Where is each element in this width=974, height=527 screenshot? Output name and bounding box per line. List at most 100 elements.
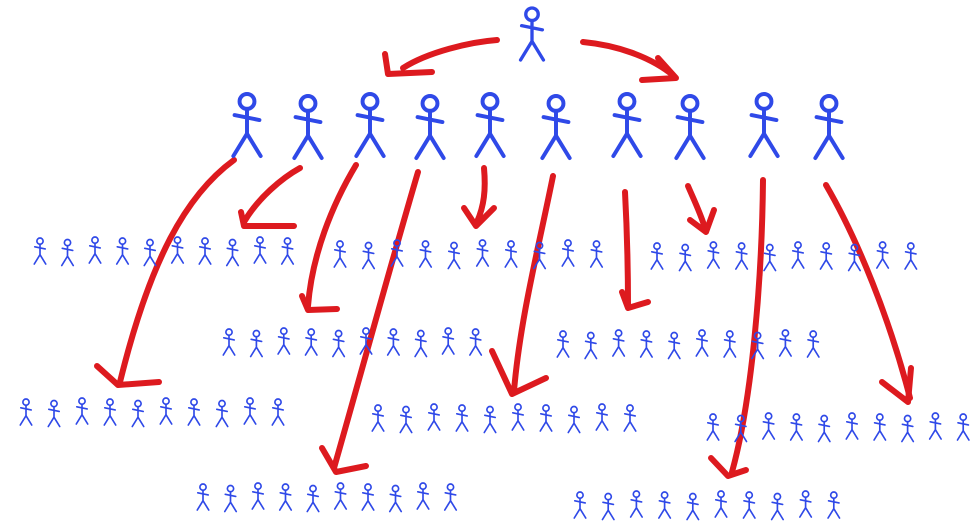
level2-person [589, 240, 604, 268]
level2-person [19, 398, 33, 426]
level2-person [332, 329, 346, 358]
referral-arrow [619, 189, 651, 311]
level1-person [354, 92, 386, 158]
level2-person [249, 329, 263, 358]
level2-person [333, 240, 347, 268]
level2-person [390, 239, 404, 267]
level2-person [371, 404, 385, 432]
level2-person [225, 238, 240, 267]
level2-person [223, 484, 238, 513]
referral-arrow [382, 37, 500, 77]
level2-person [455, 404, 469, 432]
level2-person [770, 492, 784, 521]
level2-person [742, 491, 756, 519]
level2-person [361, 241, 376, 270]
level2-person [827, 491, 841, 519]
level2-person [595, 403, 609, 431]
level2-person [143, 238, 157, 267]
level2-person [762, 412, 776, 440]
level2-person [791, 241, 805, 269]
level2-person [414, 329, 428, 358]
level2-person [277, 327, 291, 355]
referral-arrow [685, 183, 717, 235]
level2-person [170, 236, 185, 264]
level2-person [33, 237, 47, 265]
arrows-layer [94, 37, 914, 479]
level1-person [474, 92, 506, 158]
level2-person [678, 243, 692, 272]
level1-person [231, 92, 263, 158]
level2-person [623, 404, 637, 432]
level2-person [386, 328, 400, 356]
level2-person [735, 242, 749, 270]
level2-person [845, 412, 859, 440]
level2-person [306, 484, 320, 513]
referral-arrow [708, 177, 766, 479]
level2-person [763, 243, 777, 272]
level2-person [418, 240, 433, 268]
level2-person [399, 405, 413, 434]
level1-person [611, 92, 643, 158]
level2-person [251, 482, 265, 510]
level1-person [674, 94, 706, 160]
level2-person [667, 331, 681, 360]
level2-person [359, 327, 373, 355]
level2-person [427, 403, 441, 431]
level2-person [532, 241, 547, 270]
referral-arrow [489, 173, 556, 397]
level2-person [187, 398, 201, 426]
level2-person [658, 491, 672, 519]
level2-person [573, 491, 587, 519]
level2-person [706, 413, 720, 441]
level2-person [904, 242, 918, 270]
level2-person [115, 237, 130, 265]
level2-person [88, 236, 102, 264]
level2-person [778, 329, 792, 357]
referral-arrow [94, 157, 237, 388]
level2-person [333, 482, 348, 510]
level2-person [751, 331, 765, 360]
level2-person [876, 241, 890, 269]
level2-person [253, 236, 267, 264]
level2-person [511, 403, 525, 431]
level2-person [60, 238, 75, 267]
level2-person [103, 398, 117, 426]
referral-arrow [319, 169, 421, 475]
level2-person [222, 328, 236, 356]
root-person [518, 6, 546, 62]
level2-person [215, 399, 229, 428]
level2-person [475, 239, 490, 267]
level2-person [243, 397, 257, 425]
people-layer [19, 6, 970, 521]
level2-person [131, 399, 145, 428]
level2-person [469, 328, 483, 356]
referral-arrow [580, 39, 679, 83]
level2-person [75, 397, 89, 425]
level2-person [789, 413, 803, 441]
level2-person [159, 397, 173, 425]
level2-person [196, 483, 210, 511]
level2-person [817, 414, 831, 443]
level2-person [695, 329, 709, 357]
level2-person [612, 329, 626, 357]
level1-person [414, 94, 446, 160]
level2-person [819, 242, 833, 270]
level2-person [847, 243, 861, 272]
level2-person [928, 412, 942, 440]
level2-person [734, 414, 748, 443]
level1-person [292, 94, 324, 160]
level2-person [584, 331, 598, 360]
referral-arrow [823, 182, 914, 405]
level2-person [799, 490, 813, 518]
level2-person [901, 414, 915, 443]
level2-person [556, 330, 570, 358]
level2-person [198, 237, 212, 265]
referral-arrow [238, 165, 303, 229]
referral-arrow [461, 165, 497, 229]
level2-person [650, 242, 664, 270]
level2-person [271, 398, 285, 426]
level2-person [714, 490, 728, 518]
level2-person [873, 413, 887, 441]
level2-person [278, 483, 293, 511]
level2-person [504, 240, 518, 268]
